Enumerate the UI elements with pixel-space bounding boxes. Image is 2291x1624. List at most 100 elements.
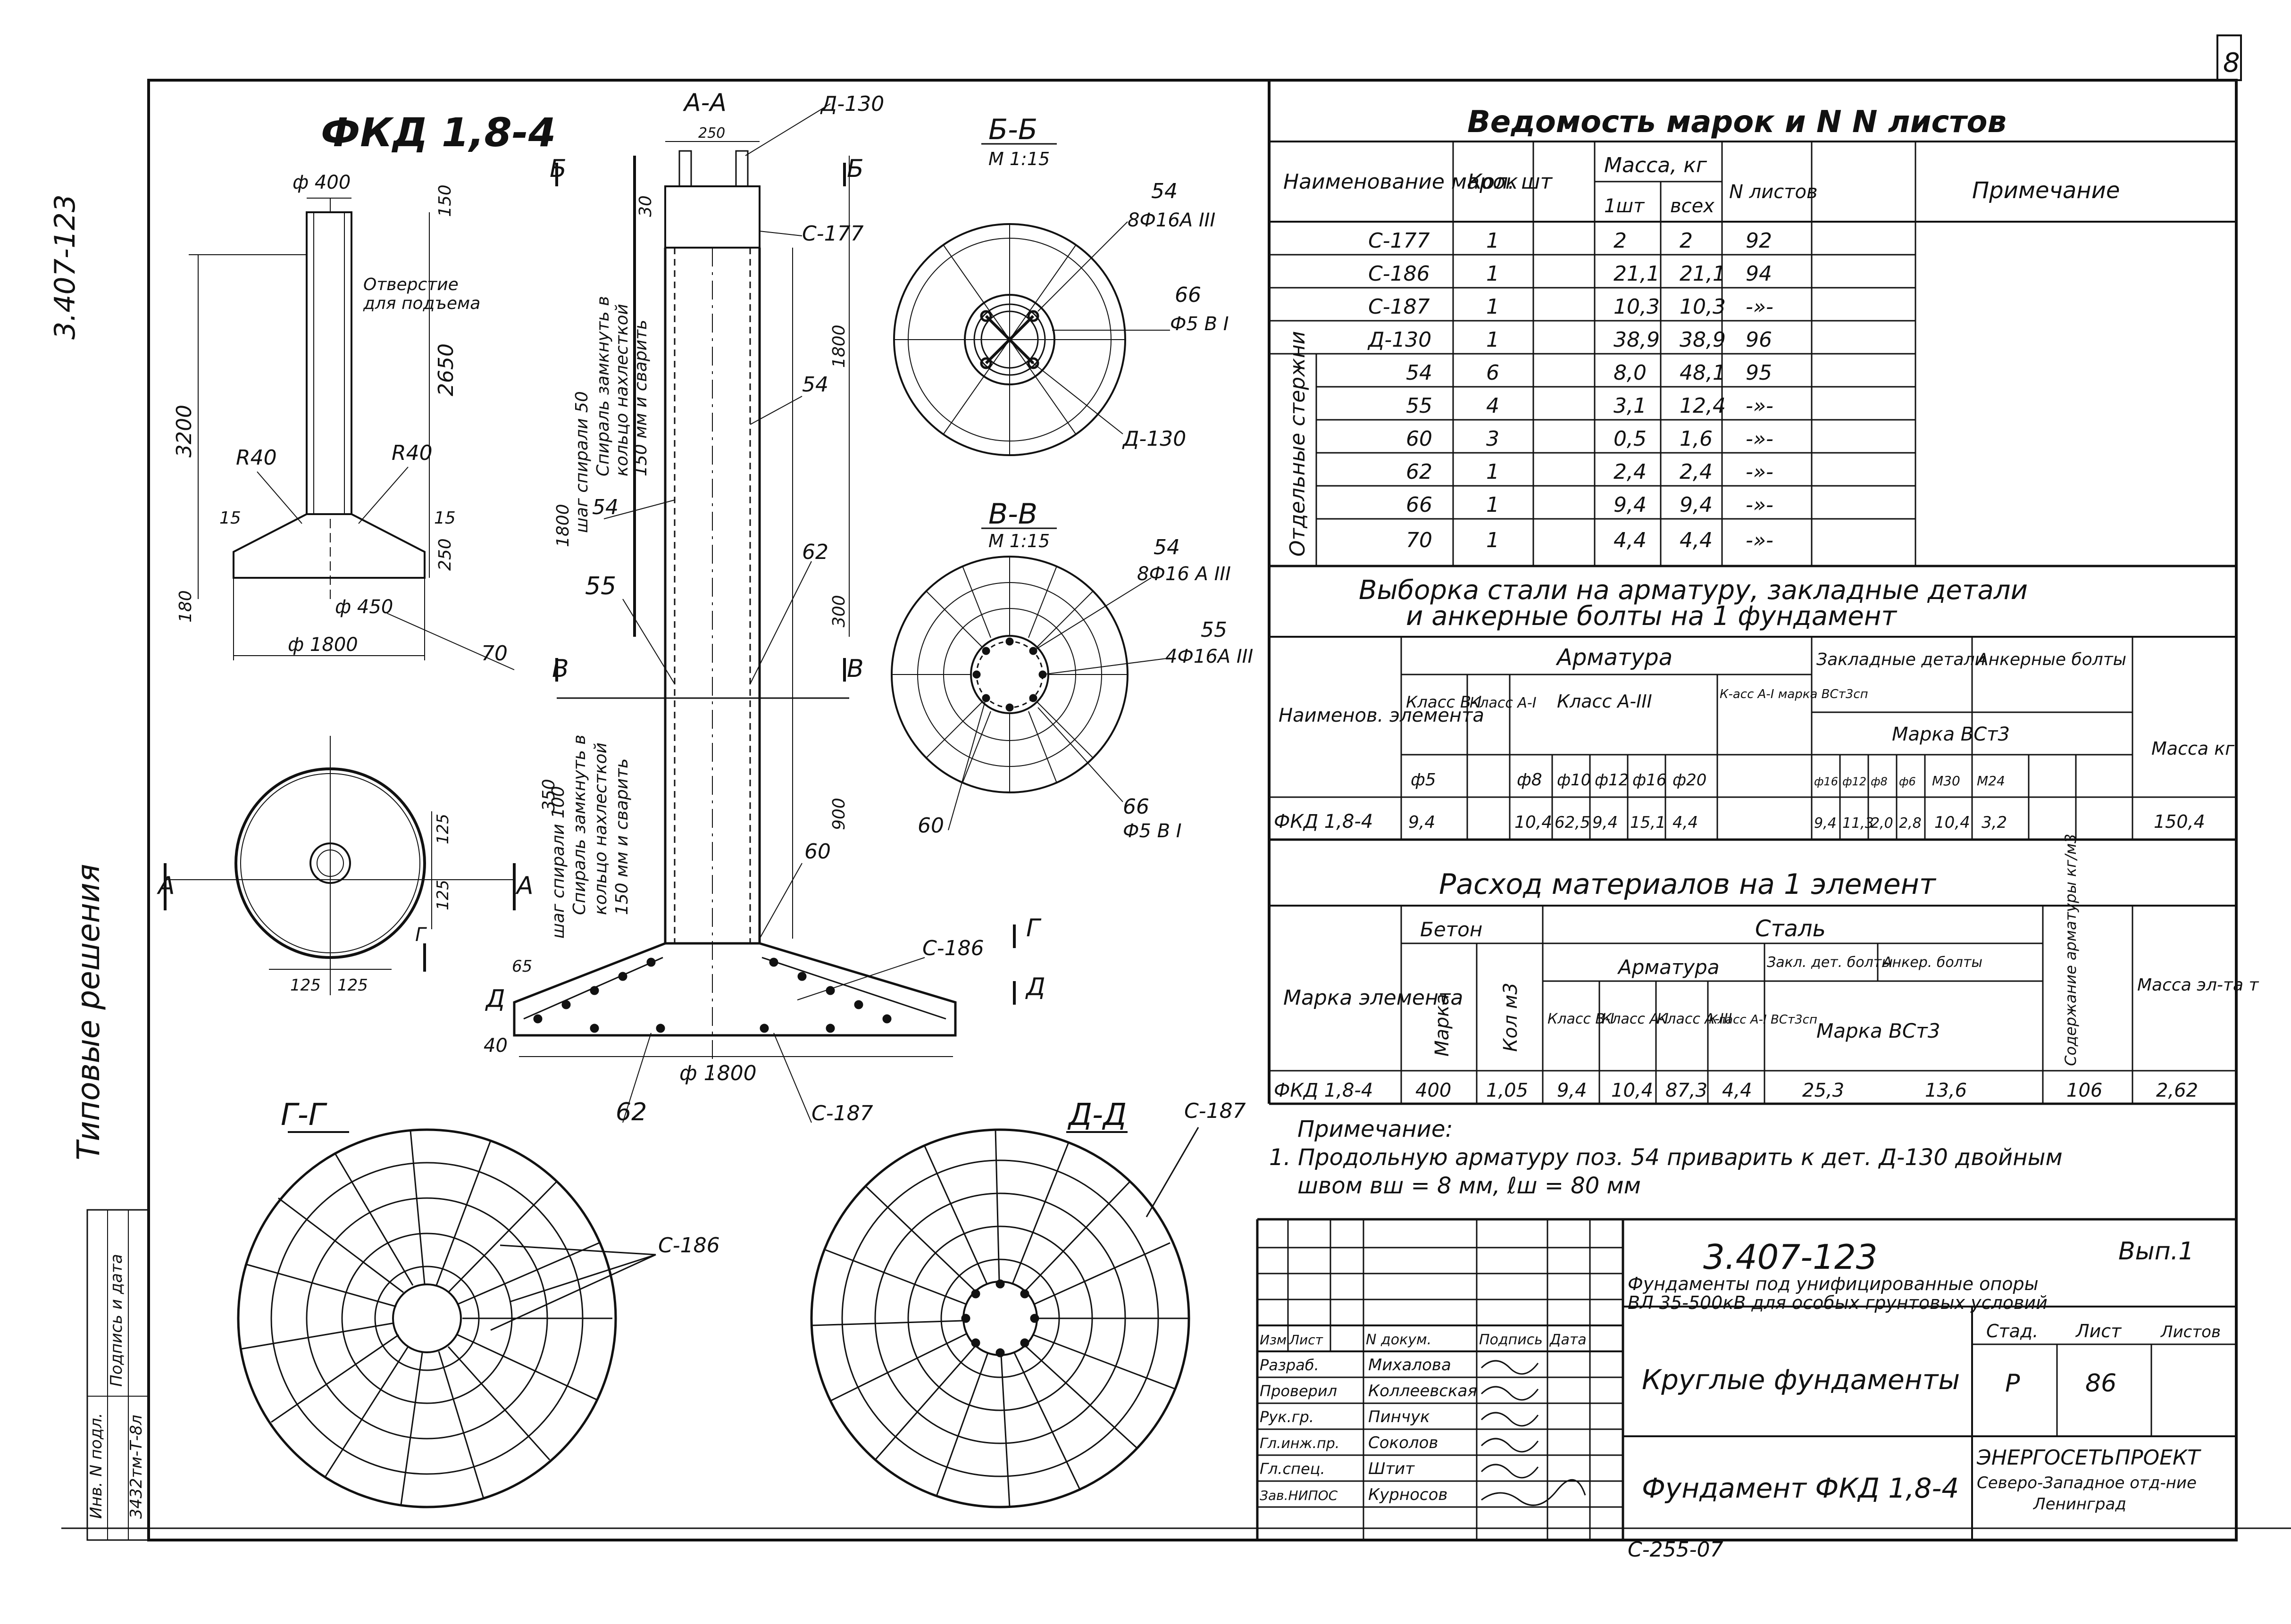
inv-label-1: Инв. N подл. — [87, 1413, 106, 1519]
t2-val: 4,4 — [1672, 813, 1698, 832]
t1-qty: 6 — [1486, 361, 1499, 385]
t1-name: 70 — [1406, 528, 1432, 552]
t1-m1: 21,1 — [1614, 262, 1660, 286]
t2-col: ф6 — [1899, 775, 1916, 788]
stamp-org-2: Северо-Западное отд-ние — [1977, 1474, 2197, 1492]
section-vv — [891, 527, 1171, 831]
title-block — [1256, 1218, 2236, 1540]
table1-h-qty: Кол. шт — [1467, 170, 1553, 194]
bb-mark-d130: Д-130 — [1122, 427, 1186, 451]
table3-h-stal: Сталь — [1755, 916, 1826, 942]
t1-mall: 9,4 — [1680, 493, 1713, 517]
table3-h-a3: Класс А-III — [1657, 1011, 1732, 1027]
t3-val: 25,3 — [1802, 1080, 1844, 1101]
table1-title: Ведомость марок и N N листов — [1467, 105, 2007, 140]
stamp-name: Пинчук — [1368, 1407, 1430, 1426]
vv-mark-66: 66 — [1123, 795, 1149, 819]
stamp-name: Соколов — [1368, 1433, 1438, 1452]
mark-c187-bottom: С-187 — [811, 1101, 873, 1125]
stamp-list-no: 86 — [2085, 1369, 2116, 1398]
sheet-frame — [61, 34, 2291, 1541]
t2-val: 2,0 — [1871, 815, 1893, 832]
t2-val: 3,2 — [1982, 813, 2007, 832]
elevation-view — [189, 198, 515, 670]
t3-val: 1,05 — [1486, 1080, 1528, 1101]
stamp-h-podp: Подпись — [1479, 1332, 1543, 1348]
stamp-role: Рук.гр. — [1260, 1408, 1314, 1426]
table-steel — [1269, 636, 2236, 841]
section-vv-title: В-В — [988, 498, 1037, 531]
table3-h-bmarka: Марка — [1431, 994, 1453, 1057]
t2-col: ф5 — [1411, 770, 1436, 790]
table3-h-b1: Класс В-I — [1547, 1011, 1614, 1027]
table3-h-vst: Марка ВСт3 — [1816, 1019, 1940, 1042]
t3-val: 2,62 — [2156, 1080, 2198, 1101]
section-dd — [810, 1127, 1199, 1508]
stamp-h-doc: N докум. — [1366, 1332, 1431, 1348]
t1-name: Д-130 — [1367, 328, 1431, 352]
t1-mall: 1,6 — [1680, 427, 1713, 451]
dim-d1800: ф 1800 — [288, 634, 358, 656]
table1-h-name: Наименование марок — [1283, 170, 1518, 194]
stamp-h-stad: Стад. — [1986, 1321, 2038, 1341]
stamp-name: Михалова — [1368, 1356, 1451, 1374]
t1-mall: 2,4 — [1680, 460, 1713, 484]
t3-val: 4,4 — [1722, 1080, 1752, 1101]
t1-mall: 2 — [1680, 229, 1693, 253]
table1-h-all: всех — [1670, 195, 1714, 217]
t3-val: ФКД 1,8-4 — [1274, 1080, 1373, 1101]
table3-h-zakl: Закл. дет. болты — [1767, 954, 1893, 971]
bb-mark-54: 54 — [1151, 179, 1178, 203]
table1-h-mass: Масса, кг — [1604, 153, 1707, 177]
inv-label-3: 3432тм-Т-8л — [127, 1415, 146, 1519]
t2-col: ф20 — [1672, 771, 1706, 790]
t1-sheet: -»- — [1746, 427, 1773, 451]
t1-mall: 10,3 — [1680, 295, 1726, 319]
t1-mall: 4,4 — [1680, 528, 1713, 552]
t2-row-name: ФКД 1,8-4 — [1274, 811, 1373, 833]
corner-number: 8 — [2223, 48, 2240, 78]
table2-h-a1b: К-асс А-I марка ВСт3сп — [1720, 687, 1868, 701]
t1-qty: 1 — [1486, 262, 1499, 286]
t1-m1: 4,4 — [1614, 528, 1647, 552]
vv-mark-54: 54 — [1154, 535, 1180, 559]
t1-sheet: 94 — [1746, 262, 1772, 286]
t1-mall: 12,4 — [1680, 394, 1726, 418]
dim-300: 300 — [829, 595, 849, 627]
t1-sheet: 96 — [1746, 328, 1772, 352]
spiral-note-3: кольцо нахлесткой — [612, 304, 632, 476]
section-gg-title: Г-Г — [281, 1098, 327, 1133]
t1-name: 66 — [1406, 493, 1432, 517]
bottom-stamp: С-255-07 — [1628, 1538, 1723, 1562]
table1-row: 60 3 0,5 1,6 -»- — [1406, 427, 1773, 451]
t2-col: М24 — [1977, 773, 2005, 789]
t3-val: 87,3 — [1665, 1080, 1707, 1101]
cut-b-right: Б — [847, 155, 864, 183]
t1-sheet: -»- — [1746, 394, 1773, 418]
table1-row: 54 6 8,0 48,1 95 — [1406, 361, 1772, 385]
table3-h-a1: Класс А-I — [1602, 1011, 1669, 1027]
t2-col: ф8 — [1871, 775, 1888, 788]
table3-h-bqty: Кол м3 — [1500, 983, 1522, 1052]
table3-h-beton: Бетон — [1420, 918, 1482, 941]
dim-15-right: 15 — [434, 508, 456, 528]
section-aa — [513, 103, 1016, 1123]
note-line-2: швом вш = 8 мм, ℓш = 80 мм — [1297, 1173, 1641, 1199]
vv-mark-55: 55 — [1201, 618, 1227, 642]
dim-d450: ф 450 — [335, 596, 393, 618]
table1-row: 62 1 2,4 2,4 -»- — [1406, 460, 1773, 484]
spiral-note-5: шаг спирали 100 — [549, 786, 568, 939]
inv-label-2: Подпись и дата — [107, 1254, 126, 1387]
stamp-role: Разраб. — [1260, 1356, 1319, 1374]
mark-d130-top: Д-130 — [820, 92, 884, 116]
cut-v-right: В — [847, 655, 864, 683]
vv-rebar-55: 4Ф16А III — [1165, 646, 1253, 667]
mark-62-bottom: 62 — [616, 1098, 647, 1126]
t1-m1: 9,4 — [1614, 493, 1647, 517]
mark-54-left: 54 — [592, 495, 619, 519]
cut-v-left: В — [552, 655, 569, 683]
dim-2650: 2650 — [434, 343, 458, 396]
table2-h-a1: Класс А-I — [1470, 695, 1537, 711]
stamp-title-1: Круглые фундаменты — [1642, 1364, 1960, 1396]
